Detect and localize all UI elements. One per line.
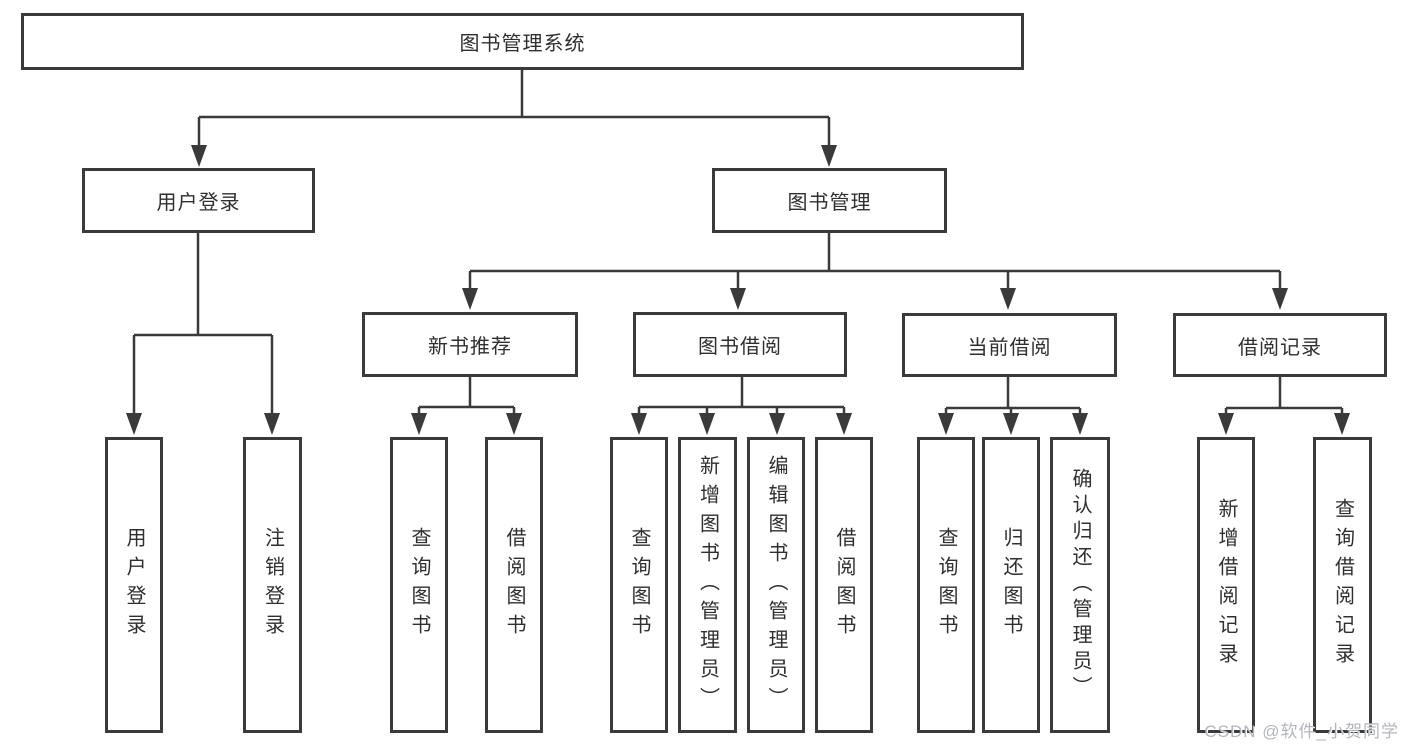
- node-new-book-rec-label: 新书推荐: [428, 336, 512, 358]
- connector-borrow-record: [1224, 377, 1344, 418]
- connector-book-borrow: [637, 377, 846, 418]
- connector-current-borrow: [944, 377, 1082, 418]
- node-user-login: 用户登录: [82, 168, 315, 233]
- leaf-logout-label: 注销登录: [261, 527, 284, 643]
- connector-book-mgmt: [468, 233, 1282, 293]
- node-book-borrow-label: 图书借阅: [698, 336, 782, 358]
- leaf-add-book: 新增图书（管理员）: [678, 437, 737, 733]
- node-book-mgmt-label: 图书管理: [787, 192, 872, 214]
- leaf-borrow-book-2-label: 借阅图书: [833, 527, 855, 643]
- leaf-user-login-label: 用户登录: [123, 527, 145, 643]
- leaf-query-book-current-label: 查询图书: [935, 527, 957, 643]
- node-current-borrow: 当前借阅: [902, 313, 1117, 377]
- leaf-query-book-borrow-label: 查询图书: [628, 527, 650, 643]
- node-root: 图书管理系统: [21, 13, 1024, 70]
- node-current-borrow-label: 当前借阅: [967, 336, 1052, 359]
- node-new-book-rec: 新书推荐: [362, 312, 578, 377]
- leaf-add-borrow-record-label: 新增借阅记录: [1215, 498, 1237, 672]
- leaf-borrow-book-2: 借阅图书: [815, 437, 873, 733]
- leaf-query-book-current: 查询图书: [917, 437, 975, 733]
- leaf-user-login: 用户登录: [105, 437, 163, 733]
- leaf-add-borrow-record: 新增借阅记录: [1197, 437, 1255, 733]
- leaf-query-book-rec-label: 查询图书: [408, 527, 430, 643]
- leaf-query-borrow-record-label: 查询借阅记录: [1331, 498, 1354, 672]
- leaf-edit-book: 编辑图书（管理员）: [747, 437, 805, 733]
- leaf-edit-book-label: 编辑图书（管理员）: [765, 454, 787, 716]
- node-borrow-record-label: 借阅记录: [1238, 336, 1322, 359]
- node-book-mgmt: 图书管理: [712, 168, 947, 233]
- connector-user-login: [132, 233, 274, 418]
- csdn-watermark: CSDN @软件_小贺同学: [1204, 722, 1399, 741]
- leaf-confirm-return: 确认归还（管理员）: [1050, 437, 1110, 733]
- leaf-logout: 注销登录: [243, 437, 302, 733]
- leaf-borrow-book-rec: 借阅图书: [485, 437, 543, 733]
- node-borrow-record: 借阅记录: [1173, 313, 1387, 377]
- leaf-add-book-label: 新增图书（管理员）: [696, 454, 719, 716]
- leaf-return-book-label: 归还图书: [1000, 527, 1022, 643]
- node-user-login-label: 用户登录: [156, 192, 241, 214]
- leaf-query-book-rec: 查询图书: [390, 437, 448, 733]
- leaf-query-borrow-record: 查询借阅记录: [1313, 437, 1372, 733]
- connector-new-book-rec: [417, 377, 516, 418]
- leaf-confirm-return-label: 确认归还（管理员）: [1069, 468, 1091, 702]
- connector-root: [197, 70, 831, 150]
- leaf-return-book: 归还图书: [982, 437, 1040, 733]
- leaf-borrow-book-rec-label: 借阅图书: [503, 527, 525, 643]
- leaf-query-book-borrow: 查询图书: [610, 437, 668, 733]
- node-book-borrow: 图书借阅: [633, 312, 847, 377]
- node-root-label: 图书管理系统: [459, 33, 586, 55]
